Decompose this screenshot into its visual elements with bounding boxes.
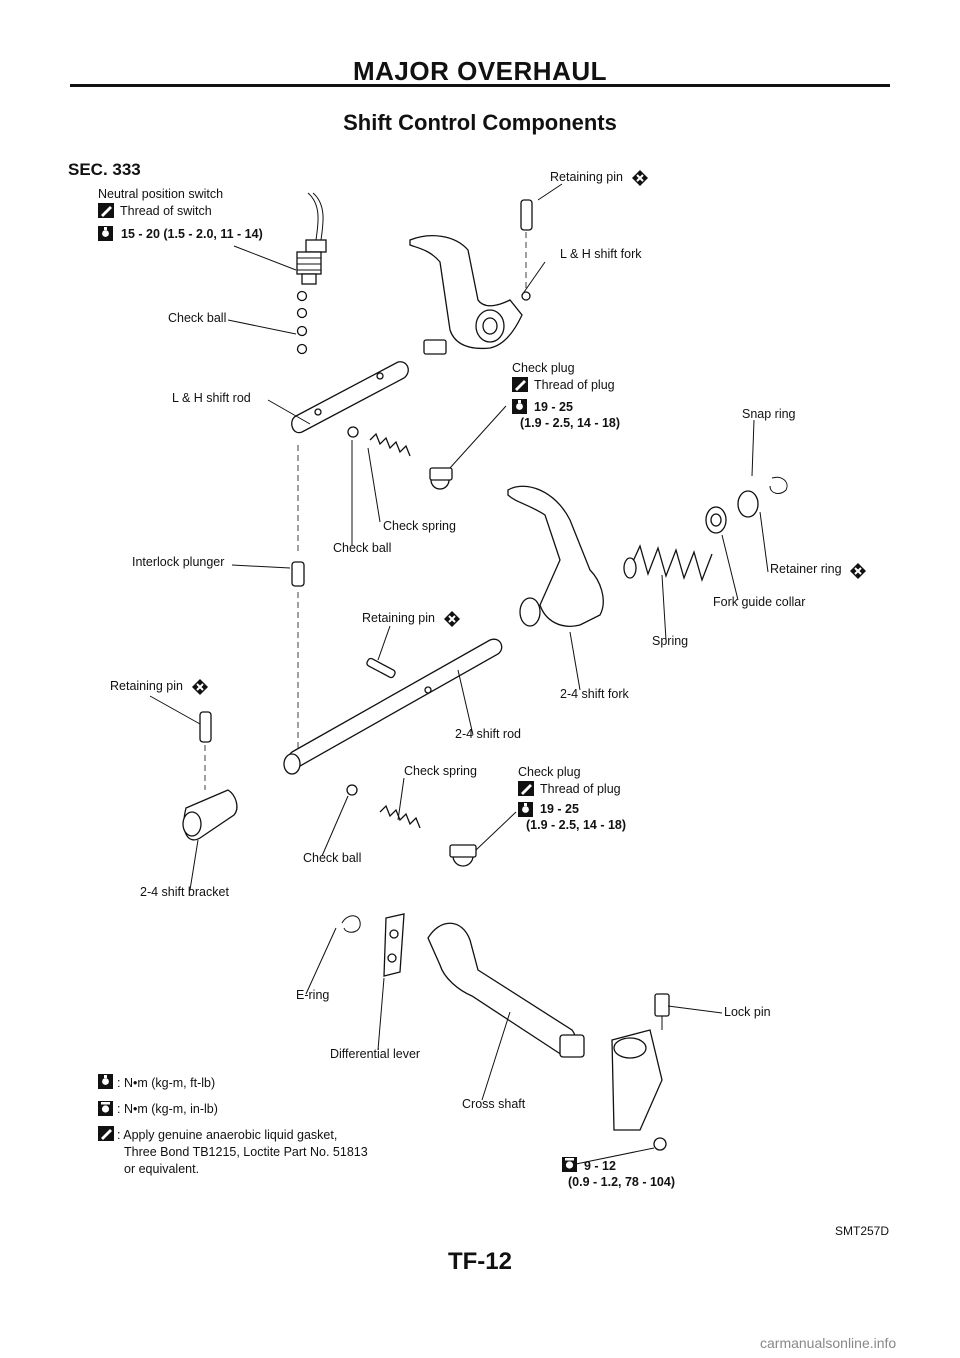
torque-wrench-icon bbox=[98, 1074, 113, 1089]
label-cross-shaft: Cross shaft bbox=[462, 1097, 526, 1111]
check-ball-spring-part bbox=[347, 426, 453, 490]
2-4-shift-bracket-part bbox=[182, 789, 238, 841]
snap-ring-part bbox=[769, 476, 788, 494]
torque-wrench-icon bbox=[518, 802, 533, 817]
label-interlock-plunger: Interlock plunger bbox=[132, 555, 224, 569]
label-check-spring: Check spring bbox=[383, 519, 456, 533]
torque-check-plug-b: (1.9 - 2.5, 14 - 18) bbox=[520, 416, 620, 430]
page-header: MAJOR OVERHAUL bbox=[352, 56, 607, 86]
legend-gasket-line-3: or equivalent. bbox=[124, 1162, 199, 1176]
do-not-reuse-icon bbox=[443, 610, 461, 628]
interlock-plunger-part bbox=[291, 445, 305, 760]
retaining-pin-part bbox=[520, 199, 533, 301]
do-not-reuse-icon bbox=[849, 562, 867, 580]
fork-guide-collar-part bbox=[705, 506, 727, 534]
sealant-tube-icon bbox=[518, 781, 534, 796]
label-differential-lever: Differential lever bbox=[330, 1047, 420, 1061]
label-lh-shift-rod: L & H shift rod bbox=[172, 391, 251, 405]
label-retaining-pin: Retaining pin bbox=[550, 170, 623, 184]
label-lock-pin: Lock pin bbox=[724, 1005, 771, 1019]
e-ring-part bbox=[341, 915, 361, 933]
label-check-ball: Check ball bbox=[168, 311, 226, 325]
page-number: TF-12 bbox=[447, 1248, 512, 1275]
torque-wrench-icon bbox=[98, 226, 113, 241]
differential-lever-part bbox=[383, 913, 405, 977]
2-4-shift-fork-part bbox=[507, 485, 604, 627]
section-number: SEC. 333 bbox=[68, 160, 141, 179]
cross-shaft-part bbox=[427, 922, 585, 1058]
lh-shift-rod-part bbox=[291, 361, 409, 434]
label-spring: Spring bbox=[652, 634, 688, 648]
label-check-plug: Check plug bbox=[518, 765, 581, 779]
label-check-ball: Check ball bbox=[333, 541, 391, 555]
torque-wrench-inlb-icon bbox=[98, 1101, 113, 1116]
lock-pin-part bbox=[611, 993, 670, 1151]
label-2-4-shift-rod: 2-4 shift rod bbox=[455, 727, 521, 741]
leader-line bbox=[149, 183, 769, 1165]
label-thread-of-plug: Thread of plug bbox=[534, 378, 615, 392]
retaining-pin-part bbox=[366, 657, 396, 679]
label-retaining-pin: Retaining pin bbox=[110, 679, 183, 693]
torque-check-plug-b: (1.9 - 2.5, 14 - 18) bbox=[526, 818, 626, 832]
label-retaining-pin: Retaining pin bbox=[362, 611, 435, 625]
legend-nm-inlb: : N•m (kg-m, in-lb) bbox=[117, 1102, 218, 1116]
torque-check-plug-a: 19 - 25 bbox=[534, 400, 573, 414]
label-neutral-position-switch: Neutral position switch bbox=[98, 187, 223, 201]
label-fork-guide-collar: Fork guide collar bbox=[713, 595, 805, 609]
lh-shift-fork-part bbox=[409, 235, 523, 355]
sealant-tube-icon bbox=[98, 1126, 114, 1141]
label-e-ring: E-ring bbox=[296, 988, 329, 1002]
sealant-tube-icon bbox=[98, 203, 114, 218]
2-4-shift-rod-part bbox=[283, 638, 503, 775]
label-2-4-shift-fork: 2-4 shift fork bbox=[560, 687, 630, 701]
retaining-pin-part bbox=[199, 711, 212, 790]
torque-lock-pin-a: 9 - 12 bbox=[584, 1159, 616, 1173]
label-lh-shift-fork: L & H shift fork bbox=[560, 247, 642, 261]
check-ball-spring-part bbox=[346, 784, 477, 867]
legend-nm-ftlb: : N•m (kg-m, ft-lb) bbox=[117, 1076, 215, 1090]
watermark: carmanualsonline.info bbox=[760, 1335, 897, 1351]
torque-check-plug-a: 19 - 25 bbox=[540, 802, 579, 816]
label-check-spring: Check spring bbox=[404, 764, 477, 778]
check-balls-part bbox=[296, 290, 308, 355]
header-rule bbox=[70, 84, 890, 87]
label-retainer-ring: Retainer ring bbox=[770, 562, 842, 576]
neutral-position-switch-part bbox=[296, 192, 327, 285]
legend-gasket-line-2: Three Bond TB1215, Loctite Part No. 5181… bbox=[124, 1145, 368, 1159]
spring-part bbox=[623, 544, 713, 583]
page-title: Shift Control Components bbox=[343, 110, 617, 135]
label-thread-of-plug: Thread of plug bbox=[540, 782, 621, 796]
label-thread-of-switch: Thread of switch bbox=[120, 204, 212, 218]
torque-neutral-switch: 15 - 20 (1.5 - 2.0, 11 - 14) bbox=[121, 227, 263, 241]
do-not-reuse-icon bbox=[631, 169, 649, 187]
label-check-ball: Check ball bbox=[303, 851, 361, 865]
legend-gasket-line-1: : Apply genuine anaerobic liquid gasket, bbox=[117, 1128, 337, 1142]
retainer-ring-part bbox=[737, 490, 759, 518]
image-code: SMT257D bbox=[835, 1224, 890, 1238]
label-snap-ring: Snap ring bbox=[742, 407, 796, 421]
torque-lock-pin-b: (0.9 - 1.2, 78 - 104) bbox=[568, 1175, 675, 1189]
sealant-tube-icon bbox=[512, 377, 528, 392]
torque-wrench-icon bbox=[512, 399, 527, 414]
label-2-4-shift-bracket: 2-4 shift bracket bbox=[140, 885, 229, 899]
do-not-reuse-icon bbox=[191, 678, 209, 696]
label-check-plug: Check plug bbox=[512, 361, 575, 375]
torque-wrench-inlb-icon bbox=[562, 1157, 577, 1172]
